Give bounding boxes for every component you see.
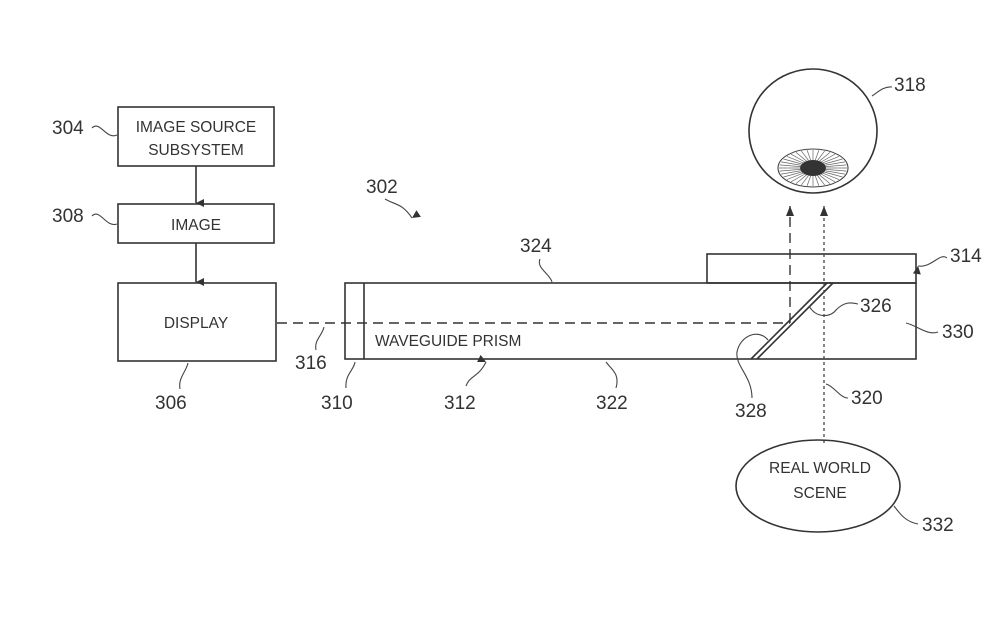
leader-332 [893, 505, 919, 525]
ref-310: 310 [321, 393, 353, 414]
eye [748, 68, 878, 194]
iris-line [825, 164, 847, 167]
iris-line [783, 158, 802, 165]
iris-line [806, 150, 812, 161]
iris-line [821, 173, 836, 183]
ref-312: 312 [444, 393, 476, 414]
ref-320: 320 [851, 388, 883, 409]
ref-332: 332 [922, 515, 954, 536]
image-box: IMAGE [117, 203, 275, 244]
ref-302: 302 [366, 177, 398, 198]
leader-308 [91, 213, 118, 226]
real-world-scene: REAL WORLD SCENE [735, 439, 901, 533]
iris-line [825, 169, 847, 172]
ref-328: 328 [735, 401, 767, 422]
compensator-block [706, 253, 917, 284]
leader-316 [315, 326, 325, 351]
ref-330: 330 [942, 322, 974, 343]
ref-304: 304 [52, 118, 84, 139]
iris-line [819, 152, 831, 162]
iris-line [801, 175, 809, 186]
iris-line [790, 173, 805, 183]
iris-line [825, 161, 846, 166]
iris-line [822, 172, 840, 180]
iris-line [780, 170, 801, 175]
ref-306: 306 [155, 393, 187, 414]
leader-322 [605, 361, 618, 389]
ref-308: 308 [52, 206, 84, 227]
iris-line [824, 171, 843, 178]
iris-line [821, 153, 836, 163]
leader-324 [538, 258, 553, 283]
iris-line [814, 150, 820, 161]
leader-312 [465, 354, 487, 387]
iris-line [786, 156, 804, 164]
ref-326: 326 [860, 296, 892, 317]
scene-label-line2: SCENE [793, 485, 846, 502]
leader-306 [179, 362, 189, 390]
image-source-label-line2: SUBSYSTEM [148, 142, 244, 159]
waveguide-label: WAVEGUIDE PRISM [375, 333, 521, 350]
iris-line [824, 158, 843, 165]
ref-318: 318 [894, 75, 926, 96]
leader-302 [384, 198, 421, 219]
display-box: DISPLAY [117, 282, 277, 362]
display-label: DISPLAY [164, 315, 228, 332]
iris-line [814, 175, 820, 186]
iris-line [822, 156, 840, 164]
iris-line [780, 161, 801, 166]
leader-320 [825, 383, 849, 399]
leader-330 [905, 322, 939, 334]
image-source-subsystem-box: IMAGE SOURCE SUBSYSTEM [117, 106, 275, 167]
iris-line [817, 175, 825, 186]
leader-314 [912, 256, 948, 275]
ref-324: 324 [520, 236, 552, 257]
ref-314: 314 [950, 246, 982, 267]
iris-line [806, 175, 812, 186]
iris-striations [779, 150, 847, 186]
leader-304 [91, 125, 118, 137]
image-label: IMAGE [171, 217, 221, 234]
leader-318 [871, 86, 893, 97]
iris-line [795, 152, 807, 162]
iris-line [825, 170, 846, 175]
ref-316: 316 [295, 353, 327, 374]
iris-line [786, 172, 804, 180]
iris-line [801, 150, 809, 161]
iris-line [819, 174, 831, 184]
ref-322: 322 [596, 393, 628, 414]
combiner-surface [750, 282, 834, 360]
iris-line [783, 171, 802, 178]
leader-328 [736, 333, 769, 399]
iris-line [817, 150, 825, 161]
scene-label-line1: REAL WORLD [769, 460, 871, 477]
iris-line [795, 174, 807, 184]
leader-326 [808, 302, 859, 317]
iris-line [779, 169, 801, 172]
waveguide-prism: WAVEGUIDE PRISM [344, 282, 917, 360]
iris-line [790, 153, 805, 163]
image-source-label-line1: IMAGE SOURCE [136, 119, 257, 136]
leader-310 [345, 361, 356, 389]
pupil [800, 160, 826, 176]
iris-line [779, 164, 801, 167]
